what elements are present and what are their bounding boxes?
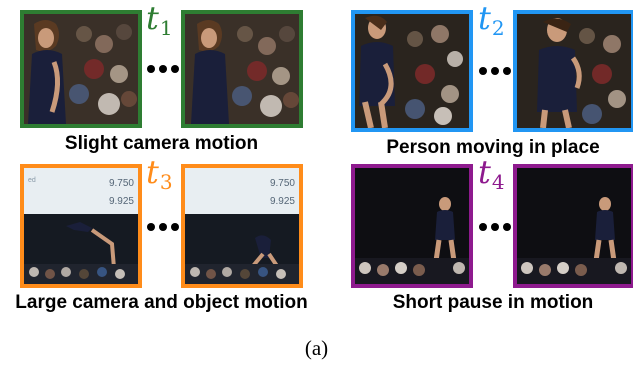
t3-label: t3 [146,153,173,194]
gymnast-closeup-image [24,14,138,124]
t3-frame-right: 9.750 9.925 [181,164,303,288]
score-b: 9.925 [109,196,134,207]
score-a: 9.750 [109,178,134,189]
t2-frame-left [351,10,473,132]
t3-frame-left: ed 9.750 9.925 [20,164,142,288]
t3-caption: Large camera and object motion [15,292,308,313]
t1-frame-left [20,10,142,128]
score-c: 9.750 [270,178,295,189]
ellipsis-dots [479,223,511,231]
vault-landing-image: 9.750 9.925 [185,168,299,284]
gymnast-profile-image [355,14,469,128]
gymnast-standing-image [355,168,469,284]
gymnast-facing-image [517,14,631,128]
t2-frame-right [513,10,633,132]
gymnast-standing-image [517,168,631,284]
svg-text:ed: ed [28,177,36,184]
t2-label: t2 [478,0,505,40]
subfigure-label: (a) [304,336,329,360]
t4-frame-right [513,164,633,288]
vault-scoreboard-image: ed 9.750 9.925 [24,168,138,284]
t4-caption: Short pause in motion [392,292,594,313]
t4-frame-left [351,164,473,288]
t1-frame-right [181,10,303,128]
score-d: 9.925 [270,196,295,207]
t4-label: t4 [478,153,505,194]
t2-caption: Person moving in place [386,137,600,158]
gymnast-closeup-image [185,14,299,124]
t1-label: t1 [146,0,173,40]
ellipsis-dots [147,65,179,73]
ellipsis-dots [479,67,511,75]
ellipsis-dots [147,223,179,231]
t1-caption: Slight camera motion [64,133,259,154]
